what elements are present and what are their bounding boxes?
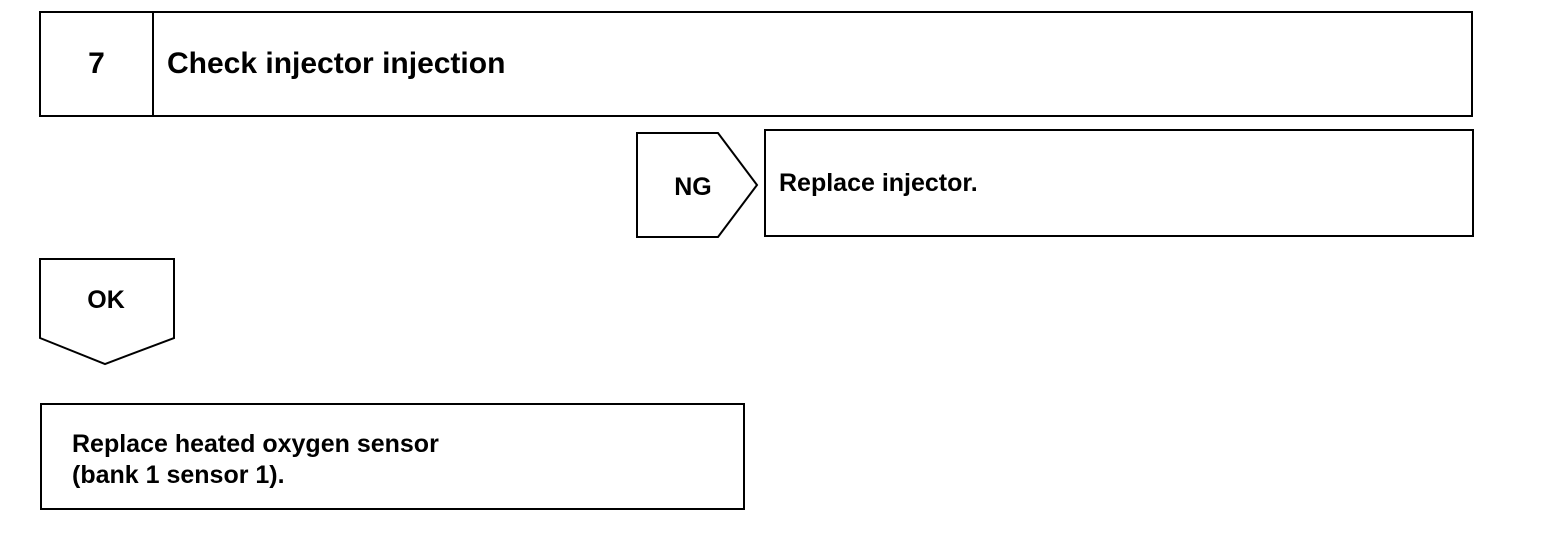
ok-action-line: Replace heated oxygen sensor	[72, 430, 439, 458]
step-number: 7	[41, 13, 154, 115]
ok-label: OK	[87, 285, 125, 314]
step-title: Check injector injection	[167, 47, 506, 80]
ok-action-line: (bank 1 sensor 1).	[72, 461, 285, 489]
ok-arrow-shape	[39, 258, 175, 366]
ng-label: NG	[674, 172, 712, 201]
step-box: 7 Check injector injection	[39, 11, 1473, 117]
ng-arrow-shape	[636, 132, 759, 238]
ng-action-text: Replace injector.	[779, 168, 978, 197]
ok-action-text: Replace heated oxygen sensor (bank 1 sen…	[72, 429, 439, 491]
ng-action-box: Replace injector.	[764, 129, 1474, 237]
ok-action-box: Replace heated oxygen sensor (bank 1 sen…	[40, 403, 745, 510]
